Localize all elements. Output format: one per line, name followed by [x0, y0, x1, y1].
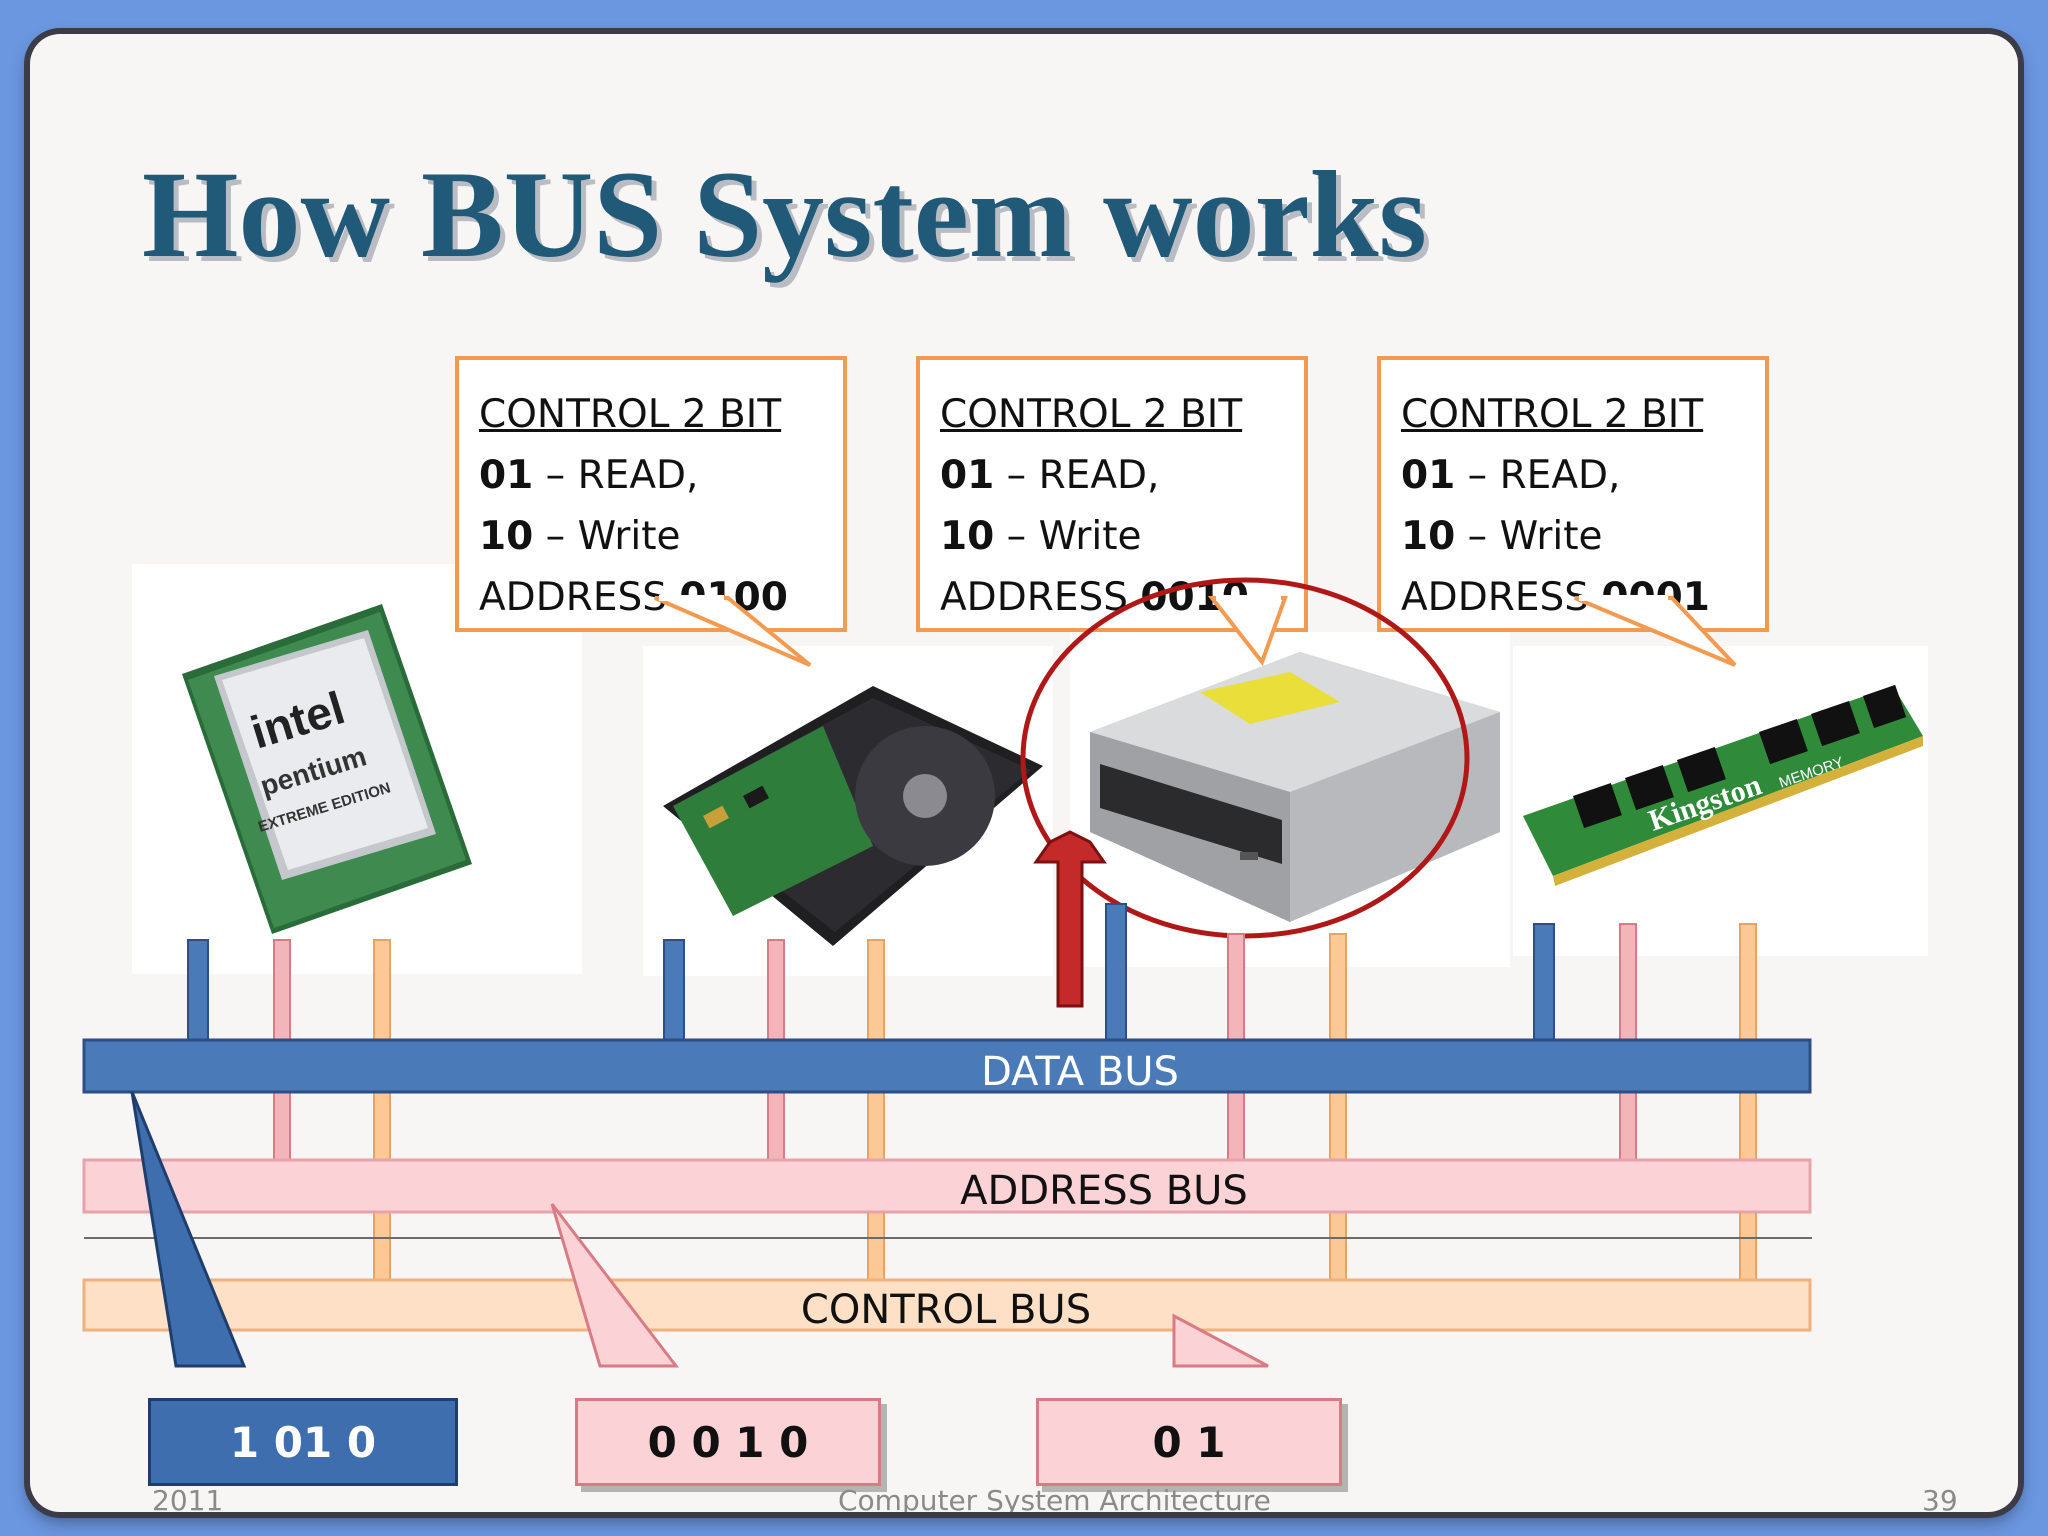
callout-read-line: 01 – READ,	[479, 445, 843, 506]
write-label: – Write	[1455, 514, 1603, 559]
data-value-box: 1 01 0	[148, 1398, 458, 1486]
data-connector	[187, 939, 209, 1041]
address-label: ADDRESS	[940, 575, 1141, 620]
slide: How BUS System works intel pentium EXTRE…	[30, 34, 2018, 1512]
write-label: – Write	[994, 514, 1142, 559]
data-value-pointer	[130, 1091, 247, 1368]
ram-module-image: Kingston MEMORY	[1513, 646, 1928, 956]
optical-drive-image	[1070, 632, 1510, 967]
callout-write-line: 10 – Write	[1401, 506, 1765, 567]
footer-year: 2011	[152, 1484, 224, 1512]
write-label: – Write	[533, 514, 681, 559]
callout-read-line: 01 – READ,	[1401, 445, 1765, 506]
control-bus	[82, 1278, 1812, 1332]
control-connector	[1739, 923, 1757, 1281]
write-code: 10	[1401, 514, 1456, 559]
data-connector	[1533, 923, 1555, 1041]
callout-optical-drive: CONTROL 2 BIT 01 – READ, 10 – Write ADDR…	[916, 356, 1308, 632]
data-bus-label: DATA BUS	[981, 1049, 1179, 1095]
address-bus-label: ADDRESS BUS	[960, 1168, 1248, 1214]
read-label: – READ,	[533, 453, 699, 498]
callout-hard-drive: CONTROL 2 BIT 01 – READ, 10 – Write ADDR…	[455, 356, 847, 632]
address-label: ADDRESS	[479, 575, 680, 620]
control-value-pointer	[1172, 1313, 1269, 1368]
callout-pointer-1	[654, 596, 812, 667]
slide-title: How BUS System works	[142, 146, 1427, 283]
callout-read-line: 01 – READ,	[940, 445, 1304, 506]
read-label: – READ,	[994, 453, 1160, 498]
control-connector	[867, 939, 885, 1281]
address-value-pointer	[550, 1203, 680, 1368]
ram-module-illustration: Kingston MEMORY	[1523, 684, 1923, 886]
control-value-box: 0 1	[1036, 1398, 1342, 1486]
callout-control-heading: CONTROL 2 BIT	[1401, 392, 1704, 437]
address-label: ADDRESS	[1401, 575, 1602, 620]
value-pointers	[130, 1091, 1269, 1368]
callout-write-line: 10 – Write	[479, 506, 843, 567]
address-bus	[82, 1158, 1812, 1214]
red-arrow-icon	[1033, 830, 1107, 1008]
read-label: – READ,	[1455, 453, 1621, 498]
cpu-image: intel pentium EXTREME EDITION	[132, 564, 582, 974]
read-code: 01	[940, 453, 995, 498]
callout-control-heading: CONTROL 2 BIT	[940, 392, 1243, 437]
callout-pointer-3	[1574, 596, 1737, 667]
callout-control-heading: CONTROL 2 BIT	[479, 392, 782, 437]
callout-pointer-2	[1207, 596, 1288, 667]
hard-drive-illustration	[663, 686, 1043, 946]
control-connector	[1329, 933, 1347, 1281]
control-connector	[373, 939, 391, 1281]
optical-drive-illustration	[1090, 652, 1500, 922]
callout-pointers	[654, 595, 1737, 667]
control-bus-label: CONTROL BUS	[801, 1287, 1091, 1333]
footer-page-number: 39	[1922, 1484, 1958, 1512]
cpu-illustration: intel pentium EXTREME EDITION	[182, 604, 472, 934]
data-connector	[663, 939, 685, 1041]
write-code: 10	[940, 514, 995, 559]
write-code: 10	[479, 514, 534, 559]
buses	[82, 1038, 1812, 1332]
data-connector	[1105, 903, 1127, 1041]
footer-course: Computer System Architecture	[838, 1484, 1271, 1512]
data-bus	[82, 1038, 1812, 1094]
read-code: 01	[1401, 453, 1456, 498]
address-value-box: 0 0 1 0	[575, 1398, 881, 1486]
callout-write-line: 10 – Write	[940, 506, 1304, 567]
read-code: 01	[479, 453, 534, 498]
hard-drive-image	[643, 646, 1053, 976]
